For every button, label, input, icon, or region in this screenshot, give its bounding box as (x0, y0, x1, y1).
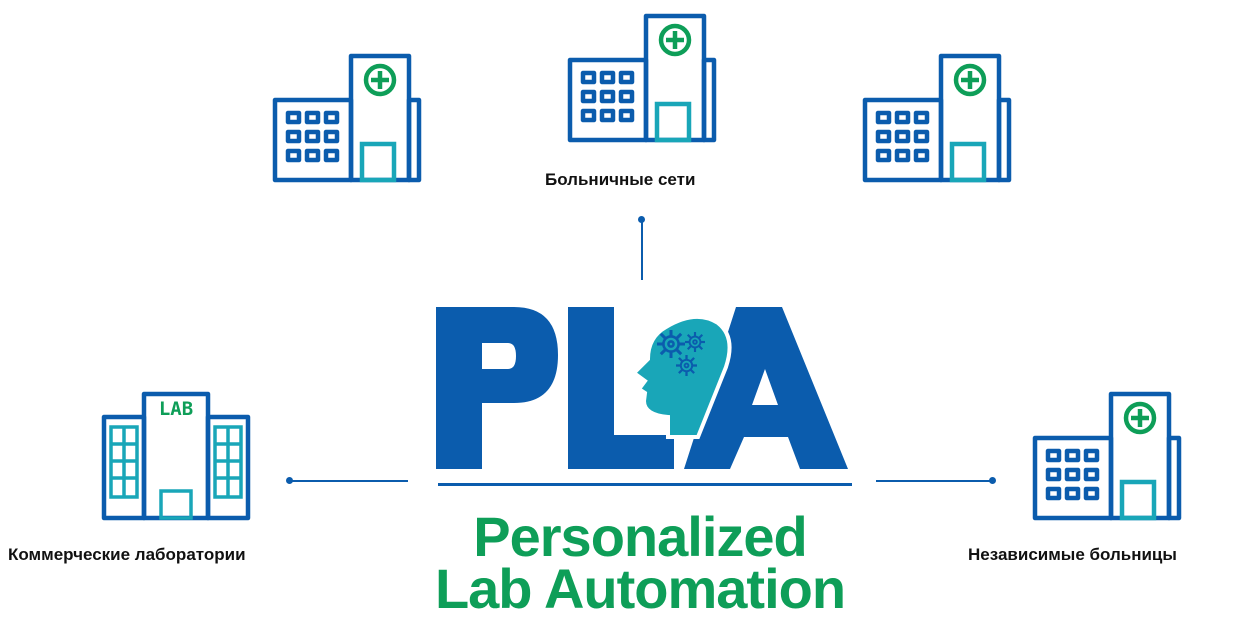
label-hospital-networks: Больничные сети (545, 170, 696, 189)
connector-dot-right (989, 477, 996, 484)
label-commercial-labs: Коммерческие лаборатории (8, 545, 246, 564)
connector-dot-top (638, 216, 645, 223)
label-independent-hospitals: Независимые больницы (968, 545, 1177, 564)
connector-line-top (641, 220, 643, 280)
head-gears-icon (630, 315, 732, 439)
hospital-icon (272, 53, 422, 183)
logo-letter-l (568, 307, 674, 469)
logo-letter-p (436, 307, 558, 469)
logo-subtitle-line1: Personalized (473, 505, 807, 568)
logo-underline (438, 483, 852, 486)
logo-subtitle-line2: Lab Automation (434, 557, 846, 620)
connector-dot-left (286, 477, 293, 484)
hospital-icon (1032, 391, 1182, 521)
hospital-icon (567, 13, 717, 143)
hospital-icon (862, 53, 1012, 183)
lab-sign-text: LAB (159, 398, 193, 420)
laboratory-icon: LAB (101, 391, 251, 521)
connector-line-left (290, 480, 408, 482)
connector-line-right (876, 480, 993, 482)
pla-logo (436, 297, 856, 492)
